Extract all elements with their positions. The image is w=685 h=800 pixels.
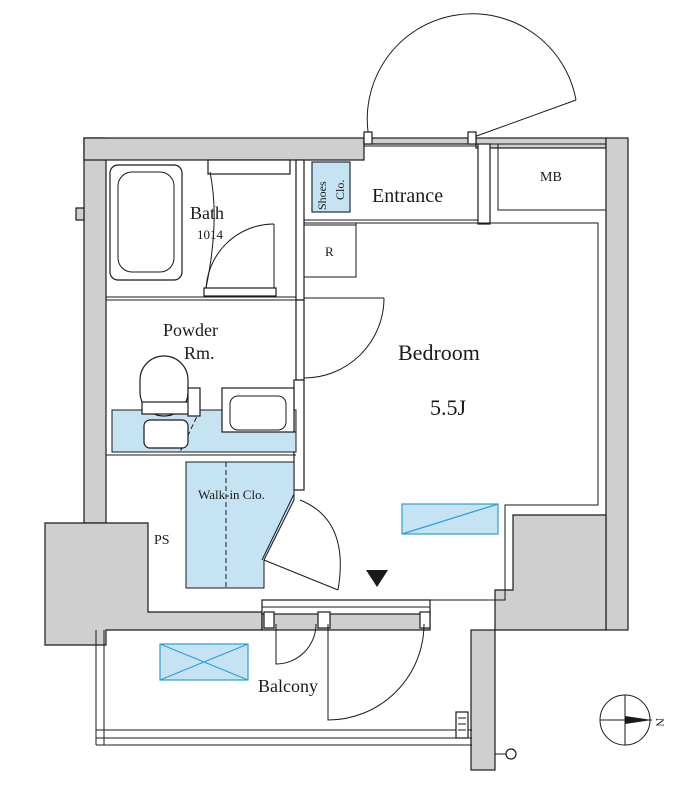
walls — [44, 137, 629, 771]
bath-size-label: 1014 — [197, 227, 224, 242]
shoes-closet-label-line2: Clo. — [333, 180, 347, 200]
balcony — [95, 599, 517, 760]
bath-label: Bath — [190, 203, 224, 223]
partitions — [106, 143, 607, 612]
shoes-closet-label-line1: Shoes — [315, 181, 329, 210]
entrance-arrow-icon — [366, 570, 388, 587]
walk-in-closet — [185, 461, 341, 591]
bedroom-door — [303, 297, 385, 379]
mb-label: MB — [540, 170, 562, 185]
entrance-door — [363, 13, 577, 147]
shoes-closet — [311, 161, 351, 213]
bedroom-size-label: 5.5J — [430, 395, 467, 420]
compass: N — [599, 694, 667, 746]
powder-room-label-line1: Powder — [163, 320, 218, 340]
walk-in-closet-label: Walk-in Clo. — [198, 487, 265, 502]
bathroom — [109, 159, 291, 297]
north-label: N — [653, 718, 667, 727]
entrance-label: Entrance — [372, 185, 443, 207]
powder-room-label-line2: Rm. — [184, 343, 215, 363]
room-labels: Bath 1014 Shoes Clo. Entrance MB R Powde… — [154, 170, 562, 696]
refrigerator-label: R — [325, 244, 334, 259]
air-conditioner-units — [159, 503, 499, 681]
balcony-label: Balcony — [258, 676, 318, 696]
ps-label: PS — [154, 533, 170, 548]
powder-room — [111, 355, 297, 453]
bedroom-label: Bedroom — [398, 340, 480, 365]
